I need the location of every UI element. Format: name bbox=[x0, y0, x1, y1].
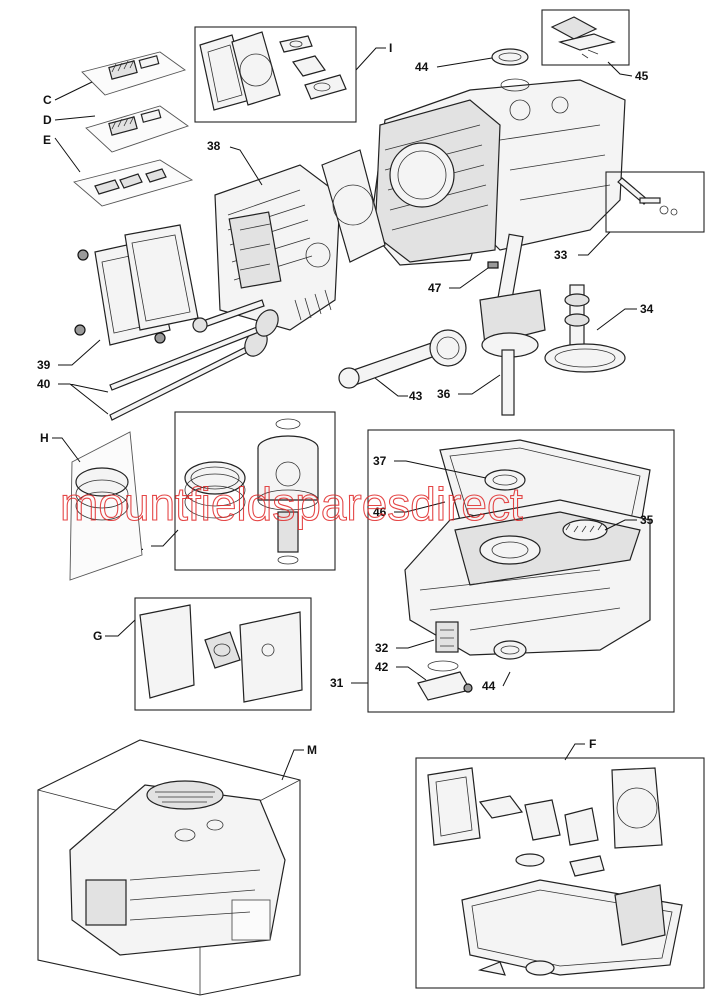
complete-engine-m bbox=[37, 739, 301, 996]
sump-31-box bbox=[367, 429, 675, 713]
label-39: 39 bbox=[37, 358, 51, 372]
label-32: 32 bbox=[375, 641, 389, 655]
label-d: D bbox=[43, 113, 52, 127]
label-44-bottom: 44 bbox=[482, 679, 496, 693]
oil-pump-gear-35 bbox=[562, 519, 608, 541]
label-37: 37 bbox=[373, 454, 387, 468]
deflector-g-box bbox=[134, 597, 312, 711]
gasket-set-f-box bbox=[415, 757, 705, 989]
label-40: 40 bbox=[37, 377, 51, 391]
label-c: C bbox=[43, 93, 52, 107]
governor-arm-33 bbox=[617, 177, 678, 216]
piston bbox=[257, 418, 319, 565]
deflector-set-g bbox=[139, 604, 303, 703]
bearing-37 bbox=[484, 469, 526, 491]
gasket-set-f bbox=[427, 767, 683, 976]
piston-rings-41 bbox=[184, 461, 246, 519]
valves bbox=[109, 309, 279, 421]
piston-ring-set-h bbox=[69, 431, 143, 581]
label-f: F bbox=[589, 737, 596, 751]
watermark-text: mountfieldsparesdirect bbox=[60, 478, 523, 530]
label-31: 31 bbox=[330, 676, 344, 690]
label-34: 34 bbox=[640, 302, 654, 316]
oil-seal-44-top bbox=[491, 48, 529, 66]
label-38: 38 bbox=[207, 139, 221, 153]
valve-kit-d bbox=[85, 105, 189, 153]
label-i: I bbox=[389, 41, 392, 55]
label-e: E bbox=[43, 133, 51, 147]
label-43: 43 bbox=[409, 389, 423, 403]
label-g: G bbox=[93, 629, 102, 643]
label-h: H bbox=[40, 431, 49, 445]
gasket-set-i bbox=[199, 31, 347, 111]
cover-plate-42 bbox=[417, 660, 473, 701]
breather-kit-45 bbox=[550, 16, 616, 59]
gasket-set-i-box bbox=[194, 26, 357, 123]
oil-pump-32 bbox=[435, 621, 459, 653]
valve-kit-e bbox=[73, 159, 194, 207]
piston-set-41-box bbox=[174, 411, 336, 571]
label-m: M bbox=[307, 743, 317, 757]
governor-33-box bbox=[605, 171, 705, 233]
head-bolt bbox=[192, 299, 265, 333]
label-33: 33 bbox=[554, 248, 568, 262]
crankcase-block bbox=[369, 78, 626, 266]
key-47 bbox=[487, 261, 499, 269]
label-45: 45 bbox=[635, 69, 649, 83]
label-36: 36 bbox=[437, 387, 451, 401]
label-44-top: 44 bbox=[415, 60, 429, 74]
label-47: 47 bbox=[428, 281, 442, 295]
label-46: 46 bbox=[373, 505, 387, 519]
head-gasket bbox=[321, 149, 386, 263]
cylinder-head bbox=[214, 164, 341, 331]
label-35: 35 bbox=[640, 513, 654, 527]
crankshaft bbox=[479, 233, 546, 416]
label-42: 42 bbox=[375, 660, 389, 674]
breather-kit-45-box bbox=[541, 9, 630, 66]
connecting-rod bbox=[338, 329, 467, 389]
camshaft bbox=[544, 284, 626, 373]
oil-seal-44-bottom bbox=[493, 640, 527, 660]
valve-kit-c bbox=[81, 51, 186, 96]
